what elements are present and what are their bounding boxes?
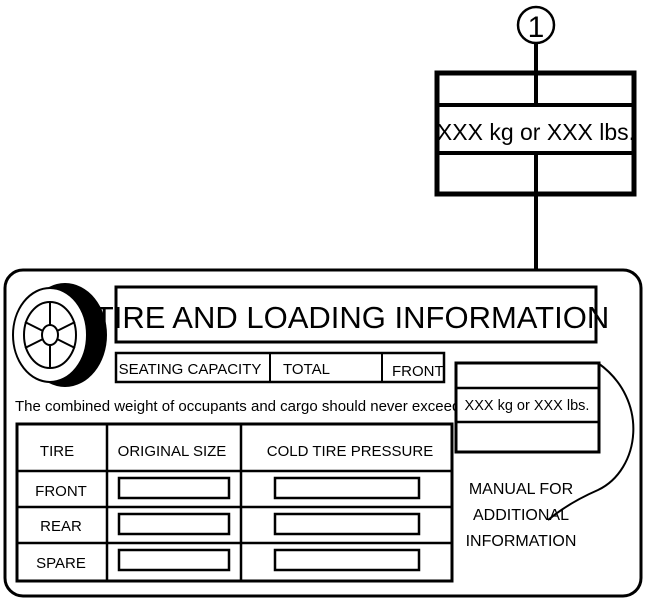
- header-cold-tire-pressure: COLD TIRE PRESSURE: [267, 443, 433, 460]
- manual-line-3: INFORMATION: [466, 533, 577, 550]
- capacity-row: [114, 351, 446, 384]
- front-size-field: [117, 476, 231, 500]
- rear-size-field: [117, 512, 231, 536]
- tire-table: TIRE ORIGINAL SIZE COLD TIRE PRESSURE FR…: [15, 422, 454, 583]
- spare-size-field: [117, 548, 231, 572]
- decorative-curve: [547, 362, 635, 521]
- rear-pressure-field: [273, 512, 421, 536]
- tire-placard: TIRE AND LOADING INFORMATION SEATING CAP…: [3, 268, 643, 598]
- manual-line-2: ADDITIONAL: [473, 507, 569, 524]
- callout-number: 1: [528, 11, 545, 44]
- combined-weight-text: The combined weight of occupants and car…: [15, 398, 460, 415]
- callout-weight-text: XXX kg or XXX lbs.: [437, 119, 635, 145]
- placard-title: TIRE AND LOADING INFORMATION: [95, 300, 609, 335]
- manual-line-1: MANUAL FOR: [469, 481, 573, 498]
- front-pressure-field: [273, 476, 421, 500]
- header-original-size: ORIGINAL SIZE: [118, 443, 227, 460]
- callout-group: 1 XXX kg or XXX lbs.: [434, 5, 637, 392]
- title-box: [114, 285, 598, 344]
- seating-capacity-label: SEATING CAPACITY: [119, 361, 262, 378]
- header-tire: TIRE: [40, 443, 74, 460]
- front-label: FRONT: [392, 363, 444, 380]
- weight-box: [454, 361, 601, 454]
- tire-icon: [12, 283, 107, 387]
- row-rear-label: REAR: [40, 518, 82, 535]
- row-spare-label: SPARE: [36, 555, 86, 572]
- total-label: TOTAL: [283, 361, 330, 378]
- spare-pressure-field: [273, 548, 421, 572]
- row-front-label: FRONT: [35, 483, 87, 500]
- weight-box-text: XXX kg or XXX lbs.: [465, 398, 590, 414]
